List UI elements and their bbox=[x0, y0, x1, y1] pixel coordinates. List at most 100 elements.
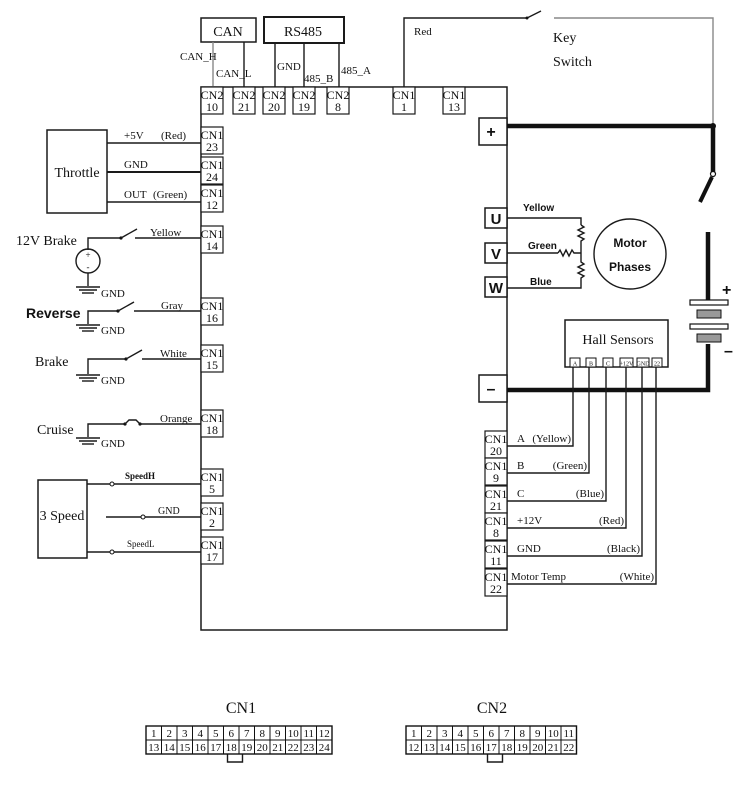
can-label: CAN bbox=[213, 25, 243, 40]
controller-box bbox=[200, 86, 508, 631]
brake12v-color: Yellow bbox=[150, 227, 181, 239]
cruise-color: Orange bbox=[160, 413, 192, 425]
brake12v-label: 12V Brake bbox=[16, 234, 77, 249]
hall-pin-label: 22 bbox=[654, 362, 660, 368]
ground-icon bbox=[76, 286, 100, 294]
brake-wire-a bbox=[87, 358, 126, 374]
gnd-label: GND bbox=[101, 375, 125, 387]
ground-icon bbox=[76, 437, 100, 445]
connector-pin: 14 bbox=[164, 742, 176, 754]
hall-pin-5: GND bbox=[636, 357, 650, 368]
pin-connector: CN1 bbox=[485, 432, 508, 446]
hall-wire-4 bbox=[507, 367, 627, 529]
reverse-wire-a bbox=[87, 310, 118, 324]
hall-wire-1 bbox=[507, 367, 574, 447]
brake12v-wire-a bbox=[87, 237, 120, 250]
three-speed-label: 3 Speed bbox=[40, 509, 85, 524]
phase-u-wire bbox=[507, 217, 582, 225]
pin-number: 13 bbox=[448, 100, 460, 114]
battery-minus-terminal: – bbox=[478, 374, 508, 403]
connector-pin: 18 bbox=[501, 742, 513, 754]
pin-number: 15 bbox=[206, 358, 218, 372]
gnd-label: GND bbox=[101, 438, 125, 450]
hall-signal-label: A bbox=[517, 433, 525, 445]
pin-connector: CN1 bbox=[201, 538, 224, 552]
throttle-out-label: OUT bbox=[124, 189, 147, 201]
connector-pin: 17 bbox=[486, 742, 498, 754]
connector-pin: 15 bbox=[455, 742, 467, 754]
pin-number: 20 bbox=[490, 444, 502, 458]
hall-sensors-box: Hall Sensors bbox=[564, 319, 669, 368]
hall-color-label: (Green) bbox=[553, 460, 588, 472]
pin-number: 23 bbox=[206, 140, 218, 154]
connector-pin: 24 bbox=[319, 742, 331, 754]
hall-signal-label: +12V bbox=[517, 515, 542, 527]
pin-number: 21 bbox=[490, 499, 502, 513]
connector-pin: 2 bbox=[167, 728, 173, 740]
connector-pin: 12 bbox=[319, 728, 330, 740]
connector-pin: 23 bbox=[303, 742, 315, 754]
throttle-out-color: (Green) bbox=[153, 189, 188, 201]
gnd-label: GND bbox=[101, 325, 125, 337]
connector-pin: 3 bbox=[182, 728, 188, 740]
hall-pin-label: +12V bbox=[620, 362, 634, 368]
speedh-label: SpeedH bbox=[125, 471, 155, 481]
connector-pin: 6 bbox=[489, 728, 495, 740]
pin-connector: CN1 bbox=[201, 299, 224, 313]
brake-color: White bbox=[160, 348, 187, 360]
connector-pin: 12 bbox=[408, 742, 419, 754]
pin-number: 11 bbox=[490, 554, 502, 568]
connector-pin: 17 bbox=[210, 742, 222, 754]
pin-connector: CN1 bbox=[201, 227, 224, 241]
connector-pin: 22 bbox=[288, 742, 299, 754]
connector-pin: 8 bbox=[260, 728, 266, 740]
motor-label: Motor bbox=[613, 236, 647, 250]
throttle-label: Throttle bbox=[54, 166, 99, 181]
connector-pin: 21 bbox=[272, 742, 283, 754]
connector-pin: 14 bbox=[439, 742, 451, 754]
hall-color-label: (Black) bbox=[607, 543, 640, 555]
pin-number: 21 bbox=[238, 100, 250, 114]
svg-text:-: - bbox=[87, 262, 90, 272]
cruise-wire-a bbox=[87, 423, 125, 437]
connector-latch bbox=[486, 754, 504, 763]
can-box: CAN bbox=[200, 17, 257, 43]
pin-connector: CN2 bbox=[263, 88, 286, 102]
connector-pin: 13 bbox=[424, 742, 436, 754]
connector-pin: 15 bbox=[179, 742, 191, 754]
gnd-top-label: GND bbox=[277, 61, 301, 73]
connector-pin: 4 bbox=[198, 728, 204, 740]
pin-number: 14 bbox=[206, 239, 218, 253]
hall-signal-label: GND bbox=[517, 543, 541, 555]
connector-pin: 5 bbox=[213, 728, 219, 740]
can-h-label: CAN_H bbox=[180, 51, 217, 63]
pin-connector: CN1 bbox=[201, 186, 224, 200]
connector-pin: 21 bbox=[548, 742, 559, 754]
hall-color-label: (Red) bbox=[599, 515, 624, 527]
pin-number: 18 bbox=[206, 423, 218, 437]
485b-label: 485_B bbox=[304, 73, 333, 85]
hall-pin-2: B bbox=[585, 357, 597, 368]
speedl-terminal bbox=[109, 549, 115, 555]
main-switch-blade bbox=[698, 176, 714, 203]
phase-terminal-v: V bbox=[484, 242, 508, 264]
resistor-u-icon bbox=[576, 224, 586, 254]
key-switch-blade bbox=[526, 10, 542, 19]
three-speed-box: 3 Speed bbox=[37, 479, 88, 559]
rs485-box: RS485 bbox=[263, 16, 345, 44]
phase-terminal-u: U bbox=[484, 207, 508, 229]
key-switch-wire-right bbox=[554, 17, 714, 126]
svg-text:+: + bbox=[85, 250, 90, 260]
connector-pin: 16 bbox=[195, 742, 207, 754]
svg-text:–: – bbox=[487, 381, 496, 398]
battery-icon bbox=[689, 299, 729, 343]
